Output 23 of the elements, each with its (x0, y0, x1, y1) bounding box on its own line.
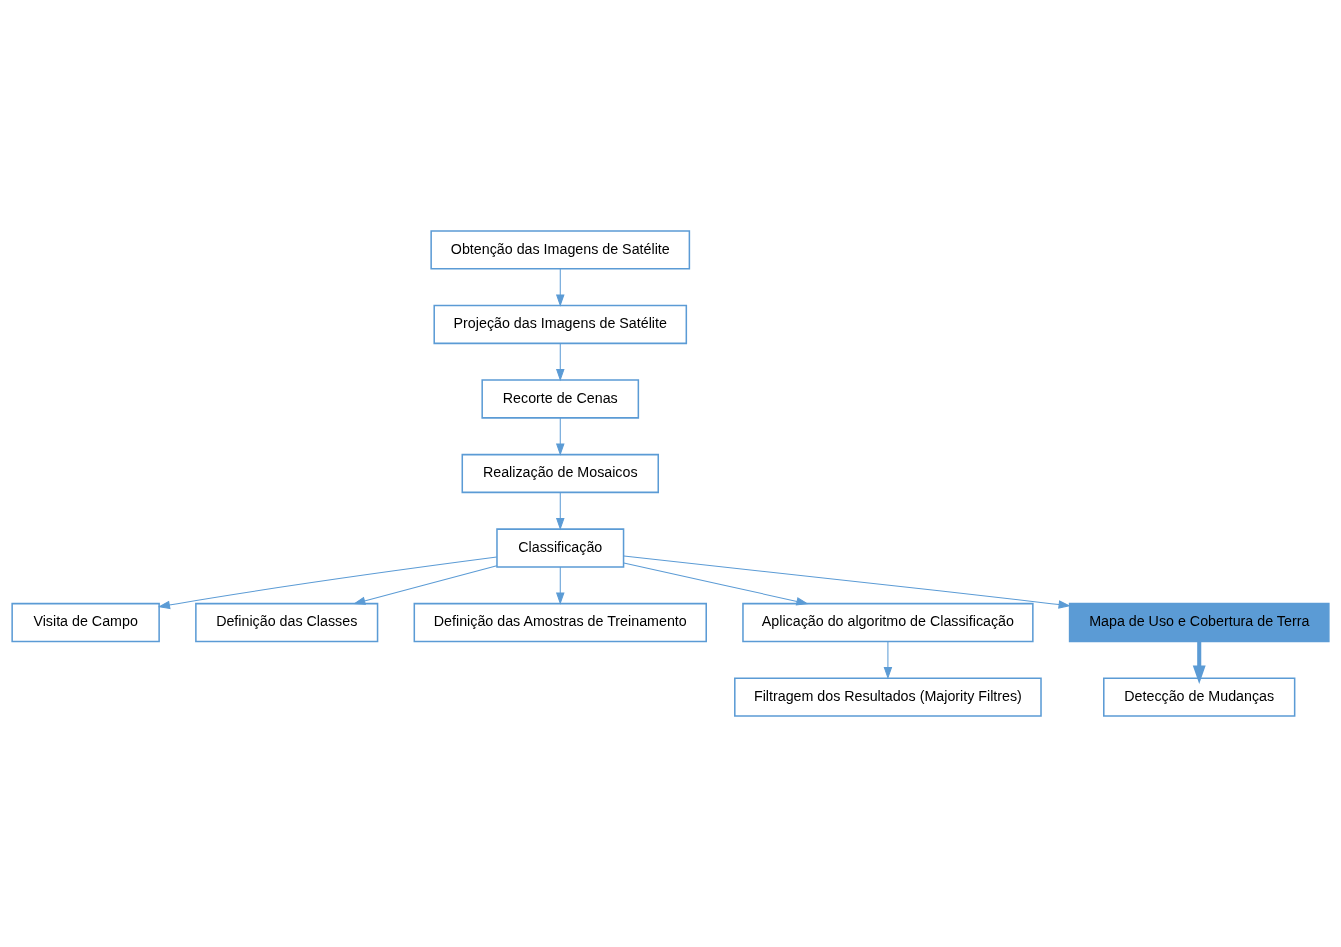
arrow (623, 562, 809, 606)
arrow (1192, 641, 1206, 684)
node-box: Classificação (496, 528, 625, 568)
arrow (555, 491, 565, 531)
arrow (555, 342, 565, 382)
node-box: Definição das Amostras de Treinamento (413, 602, 707, 643)
node-box: Mapa de Uso e Cobertura de Terra (1068, 602, 1330, 643)
node-box: Detecção de Mudanças (1103, 677, 1296, 717)
node-box: Recorte de Cenas (481, 379, 640, 419)
node-box: Aplicação do algoritmo de Classificação (742, 602, 1034, 643)
node-box: Definição das Classes (195, 602, 379, 643)
arrow (883, 640, 893, 680)
node-box: Projeção das Imagens de Satélite (433, 304, 688, 345)
arrow (555, 268, 565, 307)
node-box: Visita de Campo (11, 602, 160, 643)
arrow (353, 565, 498, 605)
arrow (623, 555, 1071, 609)
arrow (555, 566, 565, 605)
node-box: Filtragem dos Resultados (Majority Filtres) (734, 677, 1042, 717)
arrow (157, 556, 498, 610)
node-box: Obtenção das Imagens de Satélite (430, 230, 691, 270)
arrow (555, 417, 565, 456)
node-box: Realização de Mosaicos (461, 453, 659, 494)
